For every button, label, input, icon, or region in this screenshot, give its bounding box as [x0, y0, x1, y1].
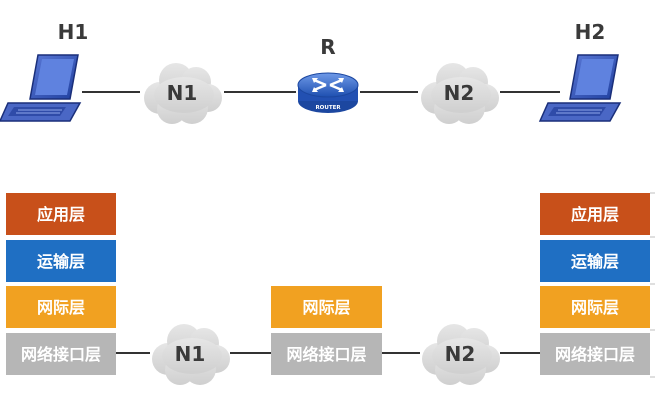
layer-label: 网际层: [571, 298, 619, 317]
layer-label: 应用层: [571, 205, 619, 224]
edge-ticks: [650, 192, 655, 378]
net-n1-bottom-label: N1: [175, 342, 206, 366]
layer-application: [540, 193, 650, 235]
laptop-h1-icon: [0, 54, 82, 122]
layer-label: 应用层: [37, 205, 85, 224]
layer-application: [6, 193, 116, 235]
stack-router: 网际层 网络接口层: [271, 286, 382, 375]
top-row: H1 N1 ROUTER R N2: [0, 20, 622, 124]
layer-label: 运输层: [37, 252, 85, 271]
layer-label: 网际层: [37, 298, 85, 317]
layer-internet: [6, 286, 116, 328]
layer-network-interface: [540, 333, 650, 375]
router-icon: ROUTER: [297, 72, 359, 113]
layer-label: 网络接口层: [286, 345, 366, 364]
net-n2-label: N2: [444, 81, 475, 105]
net-n2-bottom-label: N2: [445, 342, 476, 366]
layer-network-interface: [6, 333, 116, 375]
laptop-h2-icon: [538, 54, 622, 122]
router-badge: ROUTER: [315, 105, 341, 111]
host-h1-label: H1: [58, 20, 89, 44]
layer-internet: [271, 286, 382, 328]
layer-label: 运输层: [571, 252, 619, 271]
layer-transport: [6, 240, 116, 282]
stack-h2: 应用层 运输层 网际层 网络接口层: [540, 193, 650, 375]
layer-internet: [540, 286, 650, 328]
bottom-row: 应用层 运输层 网际层 网络接口层 N1 网际层 网络接口层 N2 应用: [6, 192, 655, 385]
layer-label: 网络接口层: [21, 345, 101, 364]
host-h2-label: H2: [575, 20, 606, 44]
layer-network-interface: [271, 333, 382, 375]
layer-transport: [540, 240, 650, 282]
router-label: R: [320, 35, 335, 59]
layer-label: 网络接口层: [555, 345, 635, 364]
stack-h1: 应用层 运输层 网际层 网络接口层: [6, 193, 116, 375]
layer-label: 网际层: [302, 298, 350, 317]
net-n1-label: N1: [167, 81, 198, 105]
